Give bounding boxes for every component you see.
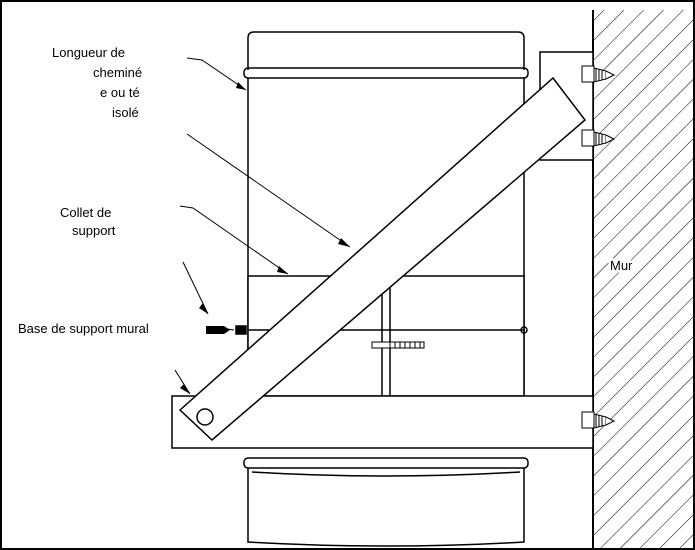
- label-support-collar-2: support: [72, 223, 116, 238]
- wall: [592, 10, 693, 548]
- label-chimney-length-3: e ou té: [100, 85, 140, 100]
- leader-brace: [186, 133, 351, 248]
- collar-bolt: [371, 341, 425, 349]
- arrow-tips: [180, 82, 350, 394]
- anchor-screw-2: [581, 129, 616, 147]
- diagonal-brace: [178, 76, 587, 442]
- brace-bolt-hole: [196, 408, 214, 426]
- wall-anchors: [581, 65, 616, 429]
- label-support-collar-1: Collet de: [60, 205, 111, 220]
- leader-chimney-length: [186, 57, 247, 91]
- label-chimney-length-4: isolé: [112, 105, 139, 120]
- leader-support-collar: [179, 205, 289, 275]
- label-chimney-length-1: Longueur de: [52, 45, 125, 60]
- label-wall-support-base: Base de support mural: [18, 321, 149, 336]
- label-wall: Mur: [610, 258, 633, 273]
- anchor-screw-3: [581, 411, 616, 429]
- label-chimney-length-2: cheminé: [93, 65, 142, 80]
- anchor-screw-1: [581, 65, 616, 83]
- base-screw: [206, 326, 230, 334]
